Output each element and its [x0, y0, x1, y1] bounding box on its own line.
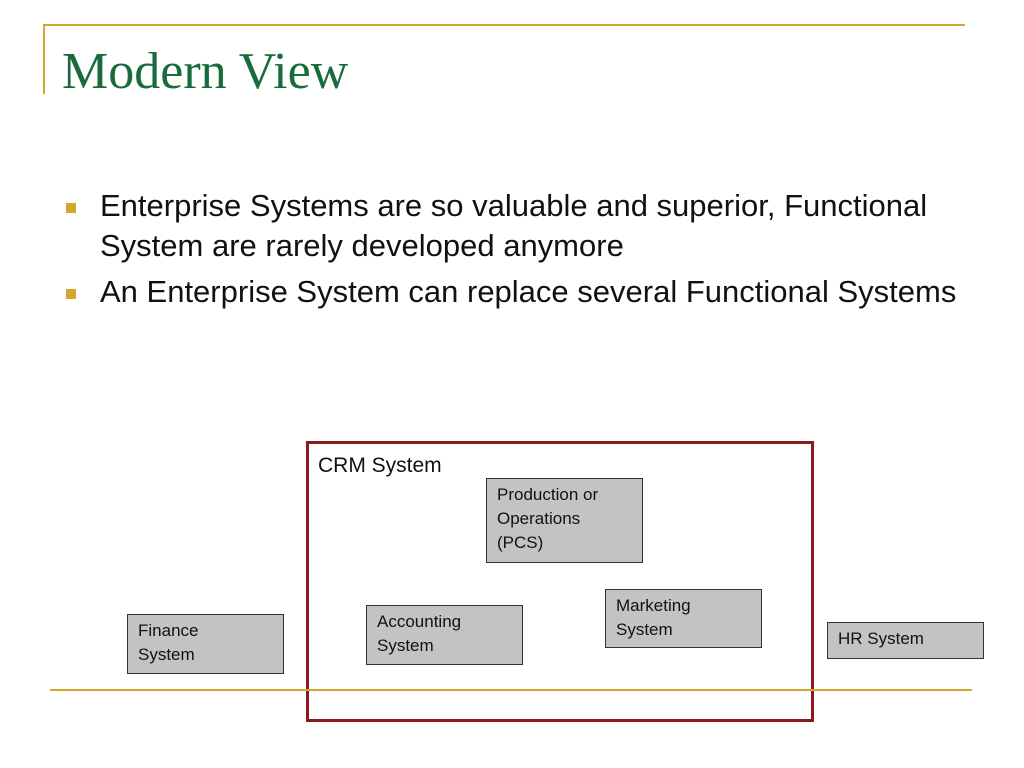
production-system-label: Production or Operations (PCS)	[497, 485, 599, 552]
top-accent-rule	[43, 24, 965, 26]
bullet-text: Enterprise Systems are so valuable and s…	[100, 188, 928, 263]
square-bullet-icon	[66, 289, 76, 299]
bullet-list: Enterprise Systems are so valuable and s…	[60, 186, 960, 318]
accounting-system-box: Accounting System	[366, 605, 523, 665]
hr-system-box: HR System	[827, 622, 984, 659]
crm-system-container	[306, 441, 814, 722]
accounting-system-label: Accounting System	[377, 612, 462, 655]
bullet-text: An Enterprise System can replace several…	[100, 274, 957, 309]
bottom-accent-rule	[50, 689, 972, 691]
marketing-system-label: Marketing System	[616, 596, 691, 639]
finance-system-box: Finance System	[127, 614, 284, 674]
bullet-item: An Enterprise System can replace several…	[60, 272, 960, 312]
production-system-box: Production or Operations (PCS)	[486, 478, 643, 563]
finance-system-label: Finance System	[138, 621, 199, 664]
marketing-system-box: Marketing System	[605, 589, 762, 648]
slide-title: Modern View	[62, 43, 349, 100]
left-accent-rule	[43, 24, 45, 94]
hr-system-label: HR System	[838, 629, 924, 648]
square-bullet-icon	[66, 203, 76, 213]
crm-system-label: CRM System	[318, 454, 442, 477]
bullet-item: Enterprise Systems are so valuable and s…	[60, 186, 960, 266]
